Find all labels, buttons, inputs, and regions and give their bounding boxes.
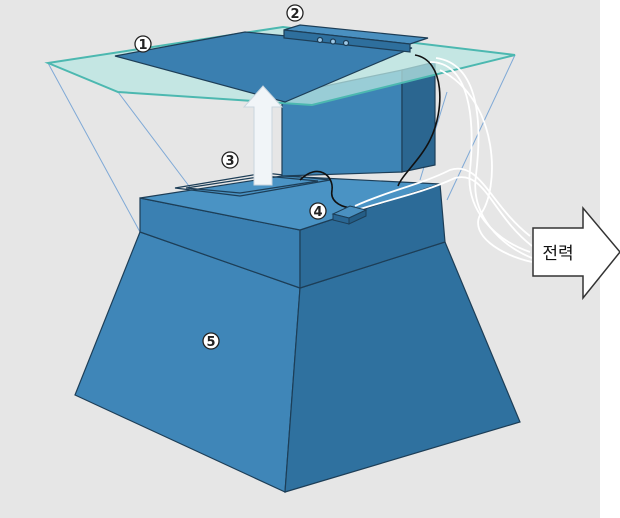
power-arrow-label: 전력 (542, 244, 573, 264)
sensor-module (331, 205, 368, 225)
callout-1: 1 (134, 35, 152, 53)
callout-4: 4 (309, 202, 327, 220)
callout-3: 3 (221, 151, 239, 169)
callout-5-number: 5 (206, 335, 215, 350)
callout-2: 2 (286, 4, 304, 22)
callout-1-number: 1 (138, 38, 147, 53)
screen-sheet (114, 31, 413, 103)
callout-5: 5 (202, 332, 220, 350)
power-cables (349, 57, 533, 263)
power-arrow: 전력 (532, 205, 620, 301)
black-cables (299, 54, 441, 209)
upward-light-arrow (242, 85, 284, 186)
callout-2-number: 2 (290, 7, 299, 22)
callout-4-number: 4 (313, 205, 322, 220)
callout-3-number: 3 (225, 154, 234, 169)
top-slab (139, 175, 446, 289)
power-arrow-shape (532, 205, 620, 301)
camera-bar (283, 24, 429, 53)
